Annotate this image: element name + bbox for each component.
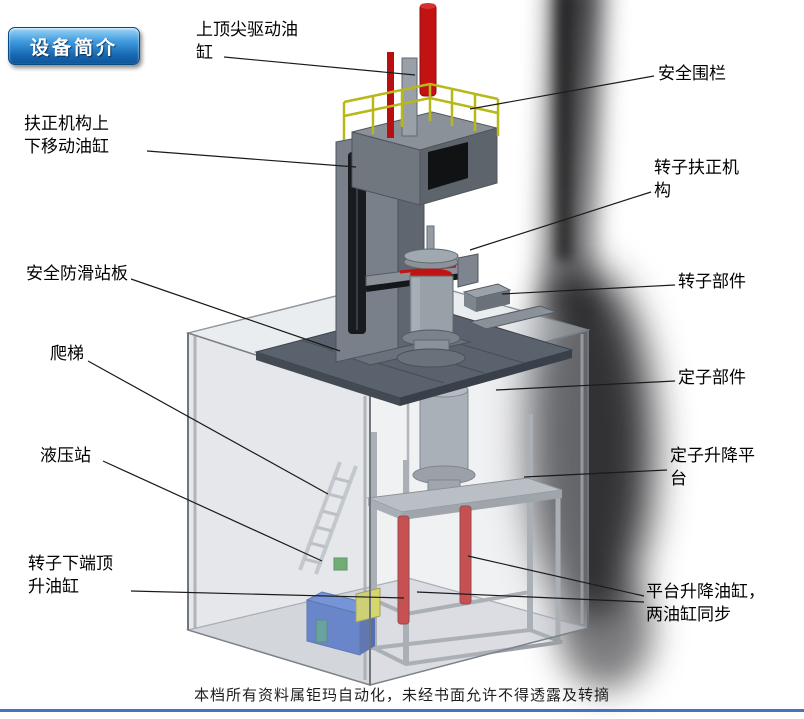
leader-lines <box>87 56 676 603</box>
label-hydraulic-station: 液压站 <box>40 446 91 465</box>
label-centering-mechanism-move-cylinder: 扶正机构上 下移动油缸 <box>24 114 109 156</box>
label-rotor-bottom-jack-cylinder: 转子下端顶 升油缸 <box>28 554 113 596</box>
head-opening <box>428 142 468 190</box>
leader-platform-lift-cylinder-right <box>467 555 645 597</box>
title-badge-label: 设备简介 <box>29 37 118 59</box>
leader-ladder <box>87 360 329 495</box>
access-ladder <box>298 461 358 575</box>
leader-stator-lift-platform <box>523 469 668 478</box>
press-column-assembly <box>328 3 500 366</box>
label-top-tip-drive-cylinder: 上顶尖驱动油 缸 <box>196 20 298 62</box>
leader-anti-slip-standing-platform <box>130 278 341 352</box>
rotor-assembly <box>396 225 512 368</box>
leader-centering-mechanism-move-cylinder <box>146 150 357 168</box>
leader-rotor-bottom-jack-cylinder <box>130 590 405 599</box>
leader-stator-part <box>495 380 676 391</box>
leader-hydraulic-station <box>102 460 323 562</box>
label-stator-lift-platform: 定子升降平 台 <box>670 446 755 488</box>
top-drive-cylinder-body <box>401 57 418 137</box>
leader-rotor-part <box>501 284 676 295</box>
label-safety-fence: 安全围栏 <box>658 64 726 83</box>
interior-equipment <box>193 334 584 680</box>
top-tip-drive-cylinder-red <box>419 3 437 97</box>
platform-lift-cylinder-red <box>459 505 472 605</box>
bottom-divider-line <box>0 709 804 712</box>
label-rotor-centering-mechanism: 转子扶正机 构 <box>654 158 739 200</box>
title-badge: 设备简介 <box>8 27 140 65</box>
rotor-bottom-jack-cylinder-red <box>397 515 410 625</box>
copyright-notice: 本档所有资料属钜玛自动化，未经书面允许不得透露及转摘 <box>193 688 610 704</box>
leader-rotor-centering-mechanism <box>469 191 652 251</box>
leader-safety-fence <box>469 75 655 110</box>
label-anti-slip-standing-platform: 安全防滑站板 <box>26 264 128 283</box>
leader-top-tip-drive-cylinder <box>223 56 416 76</box>
label-platform-lift-cylinders: 平台升降油缸， 两油缸同步 <box>646 582 765 624</box>
hydraulic-station-unit <box>305 557 381 656</box>
top-drive-rod-red <box>387 52 394 138</box>
leader-platform-lift-cylinder-left <box>416 591 645 603</box>
enclosure-shell-front <box>187 329 589 687</box>
label-ladder: 爬梯 <box>50 344 84 363</box>
label-rotor-part: 转子部件 <box>678 272 746 291</box>
label-stator-part: 定子部件 <box>678 368 746 387</box>
